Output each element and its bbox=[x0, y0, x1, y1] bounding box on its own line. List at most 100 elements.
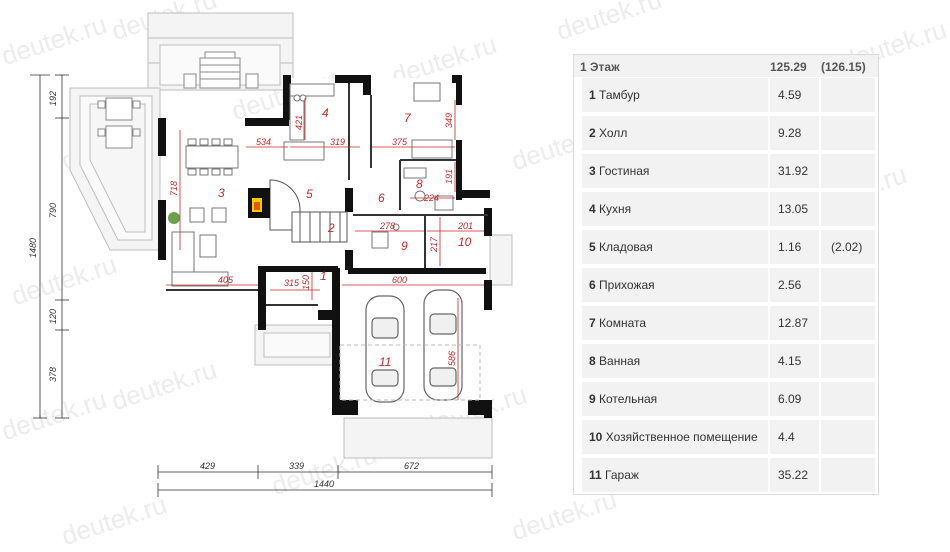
room-area: 13.05 bbox=[770, 192, 819, 226]
room-number: 1 bbox=[589, 88, 596, 102]
dim-405: 405 bbox=[218, 275, 234, 285]
dim-319: 319 bbox=[330, 137, 345, 147]
room-area: 6.09 bbox=[770, 382, 819, 416]
room-name-cell: 3 Гостиная bbox=[582, 154, 768, 188]
room-name: Тамбур bbox=[599, 88, 640, 102]
car-icon bbox=[365, 289, 463, 403]
boiler-icon bbox=[371, 223, 400, 249]
room-number-2: 2 bbox=[327, 221, 335, 235]
dim-left-120: 120 bbox=[48, 309, 58, 324]
room-number: 10 bbox=[589, 430, 603, 444]
room-area: 4.15 bbox=[770, 344, 819, 378]
dim-bottom-339: 339 bbox=[289, 461, 304, 471]
room-area: 1.16 bbox=[770, 230, 819, 264]
dim-315: 315 bbox=[284, 278, 300, 288]
room-name: Комната bbox=[599, 316, 647, 330]
staircase bbox=[269, 179, 348, 243]
room-number: 11 bbox=[589, 468, 602, 482]
bottom-dimension-labels: 429 339 672 1440 bbox=[200, 461, 419, 489]
room-area-extra bbox=[821, 116, 875, 150]
room-number: 2 bbox=[589, 126, 596, 140]
dim-left-192: 192 bbox=[48, 91, 58, 106]
room-name-cell: 6 Прихожая bbox=[582, 268, 768, 302]
dim-191: 191 bbox=[444, 169, 454, 184]
room-name: Кухня bbox=[599, 202, 632, 216]
dim-224: 224 bbox=[423, 193, 439, 203]
room-number: 7 bbox=[589, 316, 596, 330]
dim-349: 349 bbox=[444, 113, 454, 128]
room-area-extra: (2.02) bbox=[821, 230, 875, 264]
room-area: 12.87 bbox=[770, 306, 819, 340]
room-name: Гостиная bbox=[599, 164, 650, 178]
room-number-8: 8 bbox=[416, 177, 423, 191]
room-name: Ванная bbox=[599, 354, 641, 368]
room-number-1: 1 bbox=[320, 269, 327, 283]
room-area: 31.92 bbox=[770, 154, 819, 188]
porch-steps bbox=[254, 234, 513, 459]
room-labels: 1 2 3 4 5 6 7 8 9 10 11 bbox=[218, 106, 472, 369]
room-area-extra bbox=[821, 268, 875, 302]
garage-door-line bbox=[339, 344, 481, 401]
dim-600: 600 bbox=[392, 275, 407, 285]
floor-total-area-extra: (126.15) bbox=[821, 60, 866, 74]
room-number-10: 10 bbox=[458, 235, 472, 249]
room-name-cell: 10 Хозяйственное помещение bbox=[582, 420, 768, 454]
room-number-7: 7 bbox=[404, 111, 412, 125]
room-name: Гараж bbox=[605, 468, 639, 482]
room-name-cell: 2 Холл bbox=[582, 116, 768, 150]
dining-table-icon bbox=[185, 138, 239, 176]
dim-left-378: 378 bbox=[48, 367, 58, 382]
room-area: 4.59 bbox=[770, 78, 819, 112]
room-name-cell: 8 Ванная bbox=[582, 344, 768, 378]
dim-718: 718 bbox=[169, 181, 179, 196]
table-header: 1 Этаж 125.29 (126.15) bbox=[574, 55, 878, 77]
sofa-icon bbox=[171, 207, 229, 287]
room-number-6: 6 bbox=[378, 191, 385, 205]
dimension-labels: 534 319 375 405 315 600 278 201 224 421 … bbox=[169, 113, 473, 366]
room-name: Хозяйственное помещение bbox=[605, 430, 758, 444]
outdoor-furniture bbox=[97, 51, 259, 149]
watermark: deutek.ru bbox=[552, 0, 666, 47]
room-name: Котельная bbox=[599, 392, 658, 406]
dim-150: 150 bbox=[301, 275, 311, 290]
room-area-extra bbox=[821, 192, 875, 226]
left-dimension-labels: 192 790 120 378 1480 bbox=[28, 91, 58, 382]
room-number: 3 bbox=[589, 164, 596, 178]
room-number-5: 5 bbox=[306, 187, 313, 201]
interior-walls bbox=[166, 83, 488, 306]
room-name: Холл bbox=[599, 126, 628, 140]
bedroom-furniture bbox=[411, 82, 453, 159]
room-area: 9.28 bbox=[770, 116, 819, 150]
dim-421: 421 bbox=[294, 115, 304, 130]
floor-total-area: 125.29 bbox=[770, 60, 807, 74]
dim-586: 586 bbox=[447, 351, 457, 366]
room-number: 8 bbox=[589, 354, 596, 368]
floor-plan: 1 2 3 4 5 6 7 8 9 10 11 534 319 375 405 … bbox=[28, 12, 513, 497]
dim-left-total: 1480 bbox=[28, 238, 38, 258]
dim-bottom-429: 429 bbox=[200, 461, 215, 471]
room-area-extra bbox=[821, 458, 875, 492]
dim-bottom-672: 672 bbox=[404, 461, 419, 471]
room-area-extra bbox=[821, 78, 875, 112]
plant-icon bbox=[168, 212, 180, 224]
room-area: 2.56 bbox=[770, 268, 819, 302]
room-area: 4.4 bbox=[770, 420, 819, 454]
room-area: 35.22 bbox=[770, 458, 819, 492]
dim-278: 278 bbox=[379, 221, 395, 231]
room-number: 6 bbox=[589, 278, 596, 292]
room-name-cell: 5 Кладовая bbox=[582, 230, 768, 264]
dim-534: 534 bbox=[256, 137, 271, 147]
room-number: 5 bbox=[589, 240, 596, 254]
room-area-extra bbox=[821, 154, 875, 188]
bath-fixtures bbox=[403, 167, 454, 211]
room-area-extra bbox=[821, 306, 875, 340]
dim-217: 217 bbox=[429, 236, 439, 253]
room-number: 4 bbox=[589, 202, 596, 216]
room-number-3: 3 bbox=[218, 186, 225, 200]
dimension-lines bbox=[166, 98, 484, 400]
room-name-cell: 11 Гараж bbox=[582, 458, 768, 492]
room-number-11: 11 bbox=[379, 355, 391, 369]
room-name-cell: 1 Тамбур bbox=[582, 78, 768, 112]
room-name: Прихожая bbox=[599, 278, 655, 292]
